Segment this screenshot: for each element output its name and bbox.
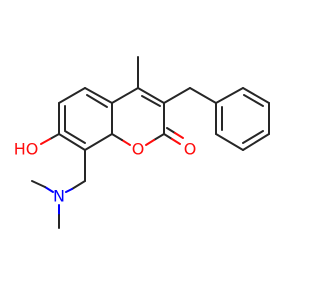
carbonyl-double-bond (166, 127, 176, 134)
double-bond-inner (243, 94, 264, 107)
double-bond-inner (242, 130, 264, 144)
bond-to-oxygen (145, 139, 155, 146)
chemical-structure-diagram: O O HO N (13, 56, 270, 229)
bond (58, 87, 86, 104)
benzyl-group (163, 87, 270, 151)
carbonyl-double-bond (174, 132, 184, 139)
bond (84, 87, 113, 104)
hydroxyl-label: HO (14, 140, 39, 159)
double-bond-inner (141, 95, 161, 107)
nitrogen-label: N (53, 187, 65, 206)
carbonyl-bond (171, 138, 181, 145)
c-n-bond (65, 188, 73, 193)
n-methyl-bond (31, 180, 46, 188)
pyranone-ring (111, 87, 184, 146)
ring-oxygen-label: O (132, 140, 145, 159)
carbonyl-bond (163, 133, 173, 140)
benzyl-ch2-bond (163, 87, 191, 104)
bond (215, 133, 244, 151)
benzo-ring (58, 87, 113, 151)
bond (215, 87, 244, 104)
bond (111, 87, 139, 104)
hydroxyl-bond (40, 138, 51, 145)
bond (242, 87, 270, 104)
c-n-bond (71, 180, 86, 190)
dimethylaminomethyl-group (31, 149, 86, 229)
hydroxyl-bond (49, 133, 60, 140)
bond (58, 133, 86, 151)
bond (153, 133, 165, 141)
n-methyl-bond (44, 186, 54, 193)
double-bond-inner (64, 130, 86, 144)
bond (242, 133, 270, 151)
bond (111, 133, 123, 141)
carbonyl-oxygen-label: O (184, 140, 197, 159)
bond-to-oxygen (121, 139, 131, 146)
bond (137, 87, 165, 104)
double-bond-inner (86, 94, 108, 108)
benzyl-ch2-bond (189, 87, 217, 104)
bond (84, 133, 113, 151)
